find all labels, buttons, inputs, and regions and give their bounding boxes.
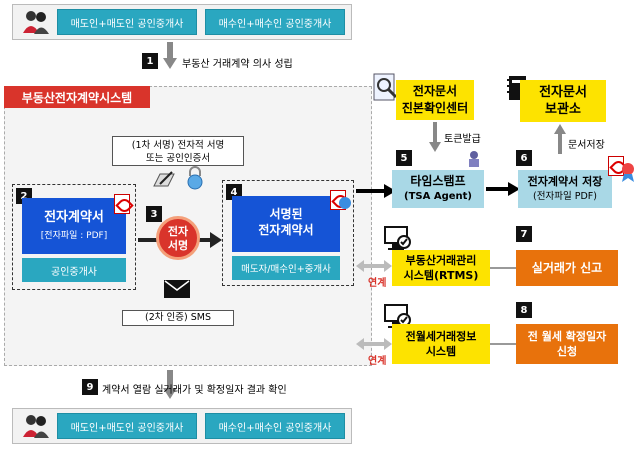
- agent-box: 공인중개사: [22, 258, 126, 282]
- right-arrow-icon: [486, 182, 520, 196]
- up-arrow-icon: [554, 124, 566, 154]
- down-arrow-icon: [163, 42, 177, 69]
- callout-first-line1: (1차 서명) 전자적 서명: [131, 140, 225, 151]
- signed-contract-line2: 전자계약서: [258, 223, 314, 237]
- step-6-badge: 6: [516, 150, 532, 166]
- contract-doc-box: 전자계약서 [전자파일 : PDF]: [22, 198, 126, 254]
- fixed-date-line2: 신청: [556, 345, 578, 358]
- timestamp-subtitle: (TSA Agent): [404, 191, 472, 202]
- contract-doc-subtitle: [전자파일 : PDF]: [40, 231, 108, 241]
- step-8-badge: 8: [516, 302, 532, 318]
- fixed-date-box: 전 월세 확정일자 신청: [516, 324, 618, 364]
- jeonse-line1: 전월세거래정보: [405, 330, 477, 343]
- lock-icon: [187, 166, 203, 190]
- step-9-text: 계약서 열람 실거래가 및 확정일자 결과 확인: [102, 385, 287, 396]
- step-9-badge: 9: [82, 379, 98, 395]
- timestamp-box: 타임스탬프 (TSA Agent): [392, 170, 484, 208]
- link-label-2: 연계: [368, 356, 387, 367]
- step-1-badge: 1: [142, 53, 158, 69]
- link-label-1: 연계: [368, 278, 387, 289]
- step-1-text: 부동산 거래계약 의사 성립: [182, 59, 293, 70]
- token-label: 토큰발급: [444, 134, 481, 145]
- doc-store-label: 문서저장: [568, 140, 605, 151]
- step-2-frame: [12, 184, 136, 290]
- signed-contract-line1: 서명된: [269, 207, 303, 221]
- double-arrow-icon: [356, 338, 392, 350]
- rtms-line1: 부동산거래관리: [405, 254, 477, 267]
- archive-box: 전자문서 보관소: [520, 80, 606, 122]
- contract-store-subtitle: (전자파일 PDF): [533, 191, 597, 202]
- people-icon: [21, 9, 51, 35]
- fixed-date-line1: 전 월세 확정일자: [527, 330, 607, 343]
- bottom-buyer-box: 매수인+매수인 공인중개사: [205, 413, 345, 439]
- bottom-seller-box: 매도인+매도인 공인중개사: [57, 413, 197, 439]
- contract-store-box: 전자계약서 저장 (전자파일 PDF): [518, 170, 612, 208]
- contract-doc-title: 전자계약서: [44, 210, 104, 225]
- badge-icon: [339, 197, 351, 209]
- stamp-icon: [469, 151, 479, 167]
- tablet-pen-icon: [153, 171, 175, 187]
- system-title: 부동산전자계약시스템: [4, 86, 150, 108]
- parties-box: 매도자/매수인+중개사: [232, 256, 340, 280]
- step-7-badge: 7: [516, 226, 532, 242]
- top-buyer-box: 매수인+매수인 공인중개사: [205, 9, 345, 35]
- signed-contract-box: 서명된 전자계약서: [232, 196, 340, 252]
- archive-line2: 보관소: [545, 102, 581, 117]
- rtms-connector: [490, 267, 516, 269]
- magnifier-doc-icon: [373, 73, 398, 101]
- double-arrow-icon: [356, 260, 392, 272]
- real-price-box: 실거래가 신고: [516, 250, 618, 286]
- down-arrow-icon: [163, 370, 177, 399]
- right-arrow-icon: [356, 184, 396, 198]
- rtms-line2: 시스템(RTMS): [403, 269, 479, 282]
- verify-center-box: 전자문서 진본확인센터: [396, 80, 474, 120]
- envelope-icon: [164, 280, 190, 298]
- jeonse-connector: [490, 343, 516, 345]
- first-signature-callout: (1차 서명) 전자적 서명 또는 공인인증서: [112, 136, 244, 166]
- rtms-box: 부동산거래관리 시스템(RTMS): [392, 250, 490, 286]
- step-3-badge: 3: [146, 206, 162, 222]
- step-4-frame: [222, 180, 354, 286]
- seal-line1: 전자: [167, 225, 189, 238]
- award-icon: [622, 163, 634, 182]
- contract-store-title: 전자계약서 저장: [527, 175, 603, 188]
- jeonse-line2: 시스템: [425, 345, 457, 358]
- seal-line2: 서명: [167, 239, 189, 252]
- step-5-badge: 5: [396, 150, 412, 166]
- jeonse-box: 전월세거래정보 시스템: [392, 324, 490, 364]
- callout-first-line2: 또는 공인인증서: [145, 153, 211, 164]
- down-arrow-icon: [429, 122, 441, 152]
- archive-line1: 전자문서: [539, 85, 587, 100]
- top-seller-box: 매도인+매도인 공인중개사: [57, 9, 197, 35]
- monitor-check-icon: [384, 226, 411, 250]
- people-icon: [21, 413, 51, 439]
- top-party-bar: 매도인+매도인 공인중개사 매수인+매수인 공인중개사: [12, 4, 352, 40]
- e-seal: 전자 서명: [156, 216, 200, 260]
- bottom-party-bar: 매도인+매도인 공인중개사 매수인+매수인 공인중개사: [12, 408, 352, 444]
- second-auth-callout: (2차 인증) SMS: [122, 310, 234, 326]
- verify-line1: 전자문서: [412, 84, 458, 98]
- pdf-icon: [114, 194, 130, 214]
- verify-line2: 진본확인센터: [401, 101, 469, 115]
- timestamp-title: 타임스탬프: [410, 174, 466, 188]
